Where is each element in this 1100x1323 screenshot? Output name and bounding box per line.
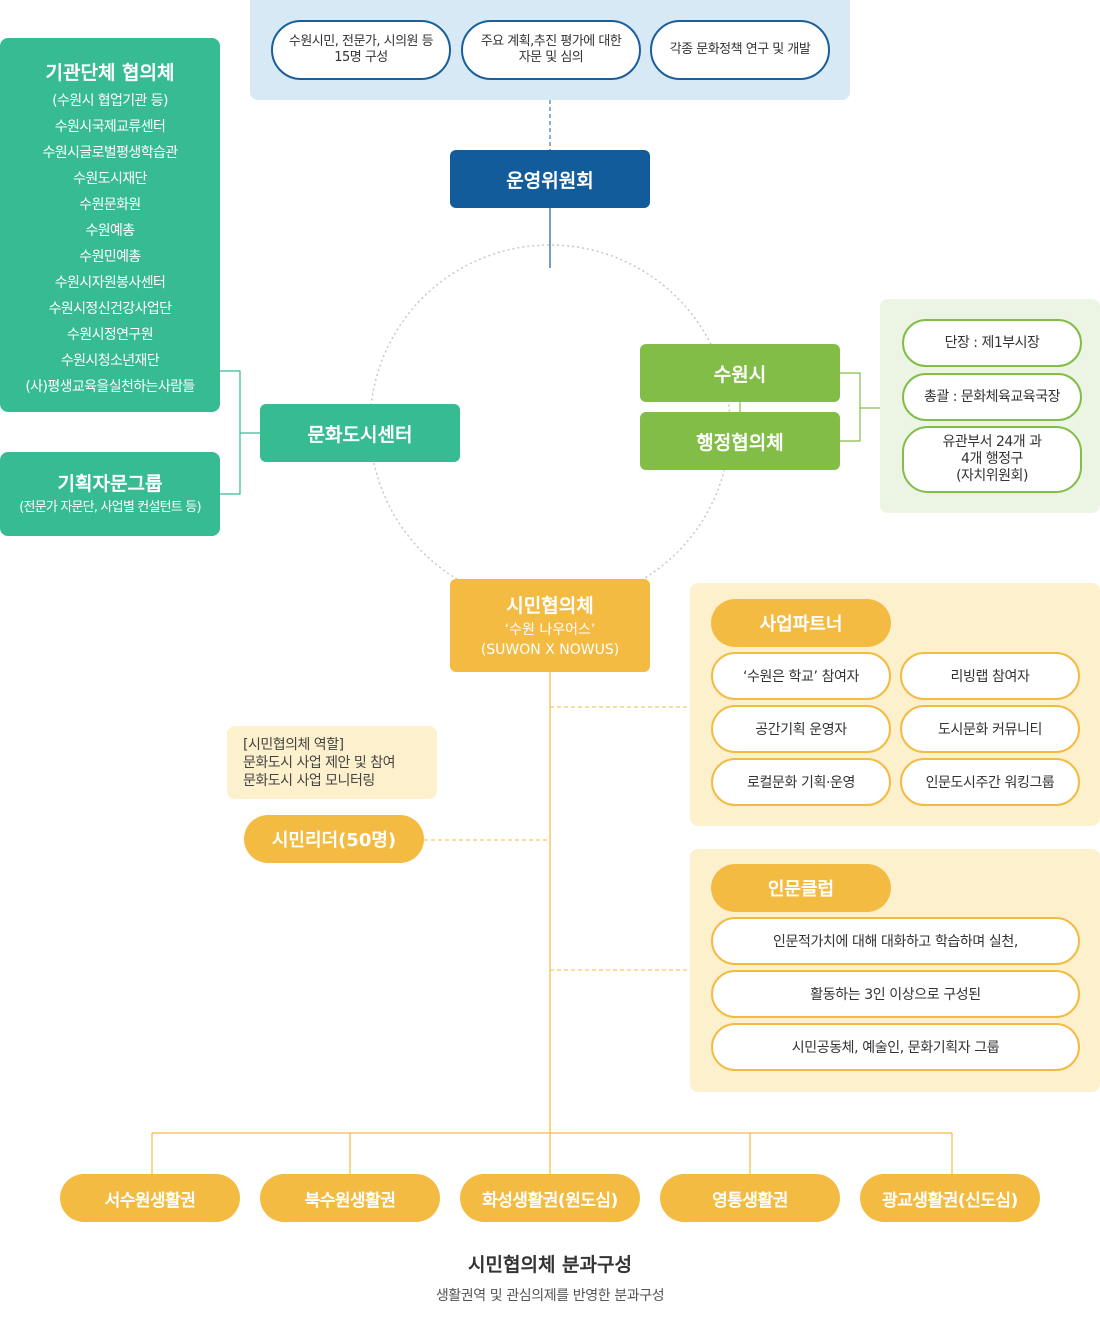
institution-item: 수원예총 (85, 223, 135, 239)
citizen-council-box: 시민협의체 ‘수원 나우어스’ (SUWON X NOWUS) (450, 579, 650, 672)
partner-item: 공간기획 운영자 (711, 705, 891, 753)
partner-item: 도시문화 커뮤니티 (900, 705, 1080, 753)
citizen-role-line: 문화도시 사업 제안 및 참여 (243, 755, 395, 771)
suwon-city-box: 수원시 (640, 344, 840, 402)
citizen-council-english: (SUWON X NOWUS) (480, 641, 620, 658)
club-description-line: 활동하는 3인 이상으로 구성된 (711, 970, 1080, 1018)
institution-item: (사)평생교육을실천하는사람들 (25, 379, 195, 395)
role-advisory: 주요 계획,추진 평가에 대한 자문 및 심의 (461, 20, 641, 80)
diagram-caption-subtitle: 생활권역 및 관심의제를 반영한 분과구성 (435, 1288, 665, 1304)
partner-item: 리빙랩 참여자 (900, 652, 1080, 700)
planning-group-title: 기획자문그룹 (57, 473, 163, 495)
institution-item: 수원시정신건강사업단 (48, 301, 172, 317)
humanities-club-title: 인문클럽 (711, 864, 891, 912)
district-buksuwon: 북수원생활권 (260, 1174, 440, 1222)
admin-council-box: 행정협의체 (640, 412, 840, 470)
district-seosuwon: 서수원생활권 (60, 1174, 240, 1222)
institution-council: 기관단체 협의체 (수원시 협업기관 등) 수원시국제교류센터 수원시글로벌평생… (0, 38, 220, 412)
role-research: 각종 문화정책 연구 및 개발 (650, 20, 830, 80)
citizen-council-title: 시민협의체 (506, 594, 594, 617)
citizen-role-heading: [시민협의체 역할] (243, 737, 344, 753)
admin-departments: 유관부서 24개 과 4개 행정구 (자치위원회) (902, 426, 1082, 493)
institution-item: 수원문화원 (79, 197, 141, 213)
club-description-line: 인문적가치에 대해 대화하고 학습하며 실천, (711, 917, 1080, 965)
role-membership: 수원시민, 전문가, 시의원 등 15명 구성 (271, 20, 451, 80)
partner-item: 인문도시주간 워킹그룹 (900, 758, 1080, 806)
citizen-role-line: 문화도시 사업 모니터링 (243, 773, 375, 789)
partner-item: 로컬문화 기획·운영 (711, 758, 891, 806)
district-yeongtong: 영통생활권 (660, 1174, 840, 1222)
citizen-leader-pill: 시민리더(50명) (244, 815, 424, 863)
club-description-line: 시민공동체, 예술인, 문화기획자 그룹 (711, 1023, 1080, 1071)
institution-item: 수원시청소년재단 (60, 353, 160, 369)
line-green-bracket (840, 372, 861, 442)
institution-item: 수원시정연구원 (67, 327, 154, 343)
institution-item: 수원도시재단 (73, 171, 147, 187)
institution-item: 수원시자원봉사센터 (54, 275, 166, 291)
line-institutions-bracket (220, 370, 241, 495)
admin-general: 총괄 : 문화체육교육국장 (902, 373, 1082, 421)
diagram-caption-title: 시민협의체 분과구성 (468, 1254, 632, 1276)
steering-committee: 운영위원회 (450, 150, 650, 208)
citizen-role-note: [시민협의체 역할] 문화도시 사업 제안 및 참여 문화도시 사업 모니터링 (227, 726, 437, 799)
culture-city-center: 문화도시센터 (260, 404, 460, 462)
institution-item: 수원시글로벌평생학습관 (42, 145, 178, 161)
planning-group-subtitle: (전문가 자문단, 사업별 컨설턴트 등) (19, 500, 201, 515)
citizen-council-name: ‘수원 나우어스’ (504, 621, 596, 638)
institution-council-title: 기관단체 협의체 (45, 62, 175, 84)
institution-item: 수원시국제교류센터 (54, 119, 166, 135)
business-partner-title: 사업파트너 (711, 599, 891, 647)
district-hwaseong: 화성생활권(원도심) (460, 1174, 640, 1222)
district-gwanggyo: 광교생활권(신도심) (860, 1174, 1040, 1222)
institution-item: (수원시 협업기관 등) (52, 93, 168, 109)
admin-head: 단장 : 제1부시장 (902, 319, 1082, 367)
partner-item: ‘수원은 학교’ 참여자 (711, 652, 891, 700)
planning-advisory-group: 기획자문그룹 (전문가 자문단, 사업별 컨설턴트 등) (0, 452, 220, 536)
institution-item: 수원민예총 (79, 249, 141, 265)
